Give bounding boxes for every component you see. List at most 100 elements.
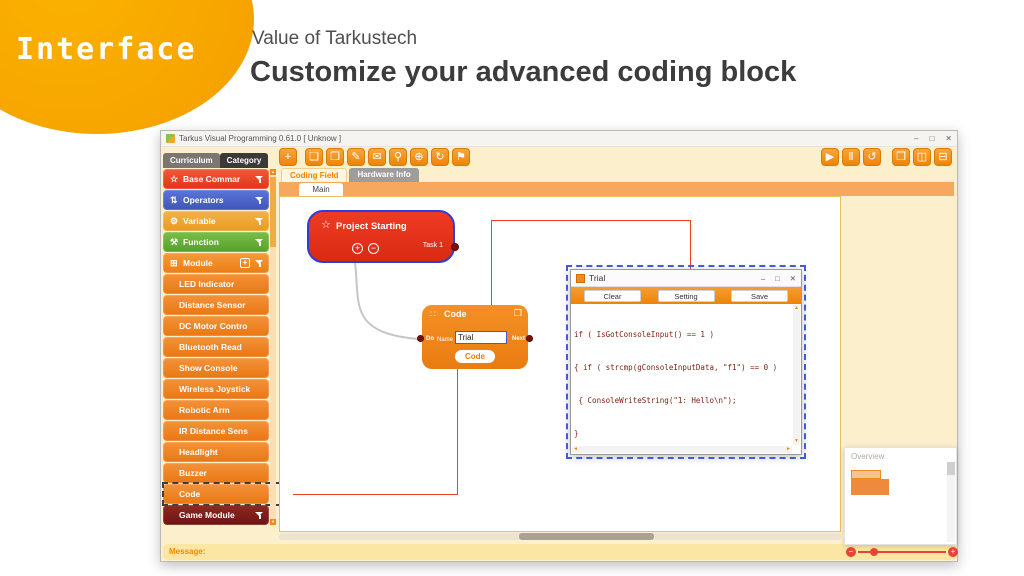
open-code-button[interactable]: Code: [455, 350, 495, 363]
task-port[interactable]: [451, 243, 459, 251]
sidebar-item-led-indicator[interactable]: LED Indicator: [163, 274, 269, 294]
filter-icon[interactable]: [255, 259, 264, 268]
comment-button[interactable]: ✉: [368, 148, 386, 166]
app-window: Tarkus Visual Programming 0.61.0 [ Unkno…: [160, 130, 958, 562]
refresh-button[interactable]: ↻: [431, 148, 449, 166]
sidebar-item-wireless-joystick[interactable]: Wireless Joystick: [163, 379, 269, 399]
duplicate-icon[interactable]: ❐: [513, 308, 522, 318]
sidebar-item-ir-distance-sensor[interactable]: IR Distance Sens: [163, 421, 269, 441]
dialog-horizontal-scrollbar[interactable]: ◄ ►: [572, 446, 792, 453]
scroll-up-icon[interactable]: ▲: [270, 169, 276, 175]
windows-layout-button[interactable]: ❒: [892, 148, 910, 166]
zoom-track[interactable]: [858, 547, 946, 556]
scrollbar-thumb[interactable]: [947, 462, 955, 475]
trial-code-dialog[interactable]: Trial – □ ✕ Clear Setting Save if ( IsGo…: [566, 265, 806, 459]
coding-canvas[interactable]: ☆ Project Starting + − Task 1 ∷ Code ❐ D…: [279, 196, 841, 532]
sidebar-item-bluetooth-read[interactable]: Bluetooth Read: [163, 337, 269, 357]
scrollbar-thumb[interactable]: [519, 533, 654, 540]
sidebar-tabs: Curriculum Category: [163, 153, 269, 168]
overview-title: Overview: [851, 452, 885, 461]
filter-icon[interactable]: [255, 511, 264, 520]
sidebar-item-code[interactable]: Code: [163, 484, 269, 504]
close-button[interactable]: ✕: [945, 134, 952, 143]
star-icon: ☆: [170, 173, 179, 184]
expand-plus-icon[interactable]: +: [240, 258, 250, 268]
sidebar-item-operators[interactable]: ⇅ Operators: [163, 190, 269, 210]
zoom-slider[interactable]: − +: [846, 545, 958, 558]
tab-main[interactable]: Main: [299, 183, 343, 196]
grid-icon: ⊞: [170, 257, 178, 268]
pause-button[interactable]: Ⅱ: [842, 148, 860, 166]
tab-coding-field[interactable]: Coding Field: [281, 168, 348, 182]
save-button[interactable]: Save: [731, 289, 788, 302]
play-button[interactable]: ▶: [821, 148, 839, 166]
new-file-button[interactable]: ❏: [305, 148, 323, 166]
arrows-icon: ⇅: [170, 194, 178, 205]
wire-vertical-down: [457, 369, 458, 494]
dialog-maximize-button[interactable]: □: [775, 273, 780, 283]
copy-button[interactable]: ❐: [326, 148, 344, 166]
zoom-out-button[interactable]: −: [846, 546, 856, 557]
scrollbar-thumb[interactable]: [270, 177, 276, 247]
filter-icon[interactable]: [255, 175, 264, 184]
minimap-block: [851, 470, 881, 479]
dialog-vertical-scrollbar[interactable]: ▲ ▼: [793, 305, 800, 445]
edit-button[interactable]: ✎: [347, 148, 365, 166]
filter-icon[interactable]: [255, 196, 264, 205]
next-port[interactable]: [526, 335, 533, 342]
code-editor[interactable]: if ( IsGotConsoleInput() == 1 ) { if ( s…: [574, 330, 778, 438]
split-horizontal-button[interactable]: ⊟: [934, 148, 952, 166]
filter-icon[interactable]: [255, 238, 264, 247]
scroll-down-icon[interactable]: ▼: [270, 519, 276, 525]
sidebar-scrollbar[interactable]: ▲ ▼: [270, 169, 276, 525]
tab-hardware-info[interactable]: Hardware Info: [349, 168, 419, 182]
maximize-button[interactable]: □: [929, 134, 935, 143]
filter-icon[interactable]: [255, 217, 264, 226]
remove-task-button[interactable]: −: [368, 243, 379, 254]
sidebar-item-buzzer[interactable]: Buzzer: [163, 463, 269, 483]
app-icon: [166, 134, 175, 143]
wire-horizontal: [491, 220, 690, 221]
reset-button[interactable]: ↺: [863, 148, 881, 166]
zoom-in-button[interactable]: +: [948, 546, 958, 557]
sidebar-item-variable[interactable]: ⚙ Variable: [163, 211, 269, 231]
slide-badge: Interface: [16, 32, 197, 67]
add-task-button[interactable]: +: [352, 243, 363, 254]
pin-button[interactable]: ⚑: [452, 148, 470, 166]
dialog-minimize-button[interactable]: –: [761, 273, 766, 283]
block-name-input[interactable]: [455, 331, 507, 344]
project-starting-block[interactable]: ☆ Project Starting + − Task 1: [307, 210, 459, 263]
sidebar-item-game-module[interactable]: Game Module: [163, 505, 269, 525]
message-bar: Message:: [163, 544, 957, 560]
do-port[interactable]: [417, 335, 424, 342]
sidebar-item-module[interactable]: ⊞ Module +: [163, 253, 269, 273]
zoom-thumb[interactable]: [870, 547, 878, 556]
block-title: Project Starting: [336, 221, 407, 232]
globe-button[interactable]: ⊕: [410, 148, 428, 166]
grid-icon: ∷: [430, 309, 436, 319]
search-button[interactable]: ⚲: [389, 148, 407, 166]
canvas-horizontal-scrollbar[interactable]: [279, 533, 841, 540]
clear-button[interactable]: Clear: [584, 289, 641, 302]
wire-vertical-code: [491, 220, 492, 306]
code-block[interactable]: ∷ Code ❐ Do Name Next Code: [417, 305, 533, 369]
sidebar-item-robotic-arm[interactable]: Robotic Arm: [163, 400, 269, 420]
block-title: Code: [444, 309, 467, 319]
overview-panel[interactable]: Overview: [844, 447, 957, 545]
dialog-close-button[interactable]: ✕: [789, 273, 796, 283]
sidebar-item-dc-motor-control[interactable]: DC Motor Contro: [163, 316, 269, 336]
subtab-strip: Main: [279, 182, 954, 196]
sidebar-item-distance-sensor[interactable]: Distance Sensor: [163, 295, 269, 315]
sidebar-item-headlight[interactable]: Headlight: [163, 442, 269, 462]
tab-category[interactable]: Category: [219, 153, 269, 168]
setting-button[interactable]: Setting: [657, 289, 715, 302]
sidebar-item-function[interactable]: ⚒ Function: [163, 232, 269, 252]
overview-scrollbar[interactable]: [947, 462, 955, 542]
add-button[interactable]: +: [279, 148, 297, 166]
tab-curriculum[interactable]: Curriculum: [163, 153, 220, 168]
sidebar-item-base-command[interactable]: ☆ Base Commar: [163, 169, 269, 189]
split-vertical-button[interactable]: ◫: [913, 148, 931, 166]
minimize-button[interactable]: –: [914, 134, 919, 143]
sidebar-item-show-console[interactable]: Show Console: [163, 358, 269, 378]
